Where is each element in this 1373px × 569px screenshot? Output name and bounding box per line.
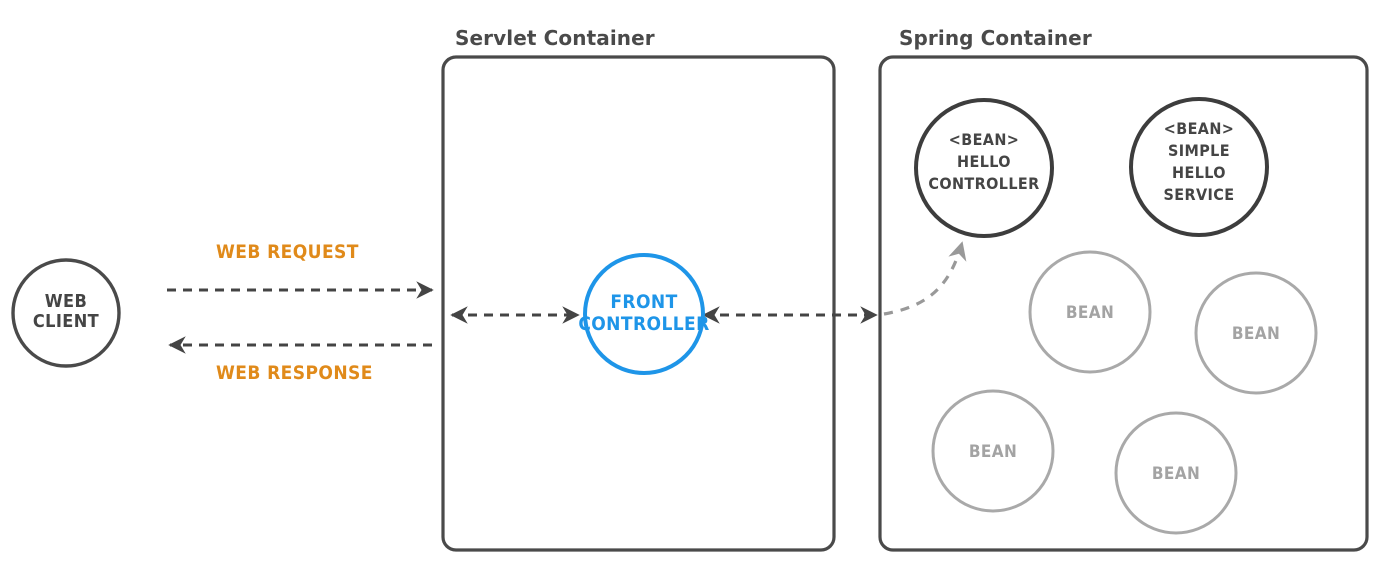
front-controller-label-line1: FRONT: [610, 291, 677, 313]
spring-to-hello-controller-arrow: [883, 241, 967, 316]
bean-generic-label-4: BEAN: [1152, 464, 1200, 484]
bean-hello-controller-line1: <BEAN>: [949, 130, 1020, 149]
web-client-circle[interactable]: [11, 258, 121, 368]
web-request-label: WEB REQUEST: [216, 241, 359, 263]
bean-generic-label-2: BEAN: [1232, 324, 1280, 344]
bean-generic-circle-3[interactable]: [931, 389, 1055, 513]
bean-simple-hello-service-circle[interactable]: [1129, 97, 1269, 237]
bean-simple-hello-service-line2: SIMPLE: [1168, 141, 1230, 160]
bean-generic-circle-4[interactable]: [1114, 411, 1238, 535]
bean-generic-circle-1[interactable]: [1028, 250, 1152, 374]
front-controller-label-line2: CONTROLLER: [578, 313, 709, 335]
bean-generic-label-3: BEAN: [969, 442, 1017, 462]
web-response-label: WEB RESPONSE: [216, 362, 373, 384]
servlet-container-title: Servlet Container: [455, 26, 655, 50]
bean-simple-hello-service-line4: SERVICE: [1164, 185, 1235, 204]
web-client-label-line2: CLIENT: [33, 311, 99, 332]
front-controller-circle[interactable]: [583, 253, 705, 375]
bean-hello-controller-line2: HELLO: [957, 152, 1011, 171]
spring-container-title: Spring Container: [899, 26, 1092, 50]
bean-simple-hello-service-line3: HELLO: [1172, 163, 1226, 182]
bean-generic-circle-2[interactable]: [1194, 271, 1318, 395]
bean-simple-hello-service-line1: <BEAN>: [1164, 119, 1235, 138]
bean-hello-controller-circle[interactable]: [914, 98, 1054, 238]
bean-generic-label-1: BEAN: [1066, 303, 1114, 323]
bean-hello-controller-line3: CONTROLLER: [928, 174, 1039, 193]
web-client-label-line1: WEB: [45, 291, 87, 312]
